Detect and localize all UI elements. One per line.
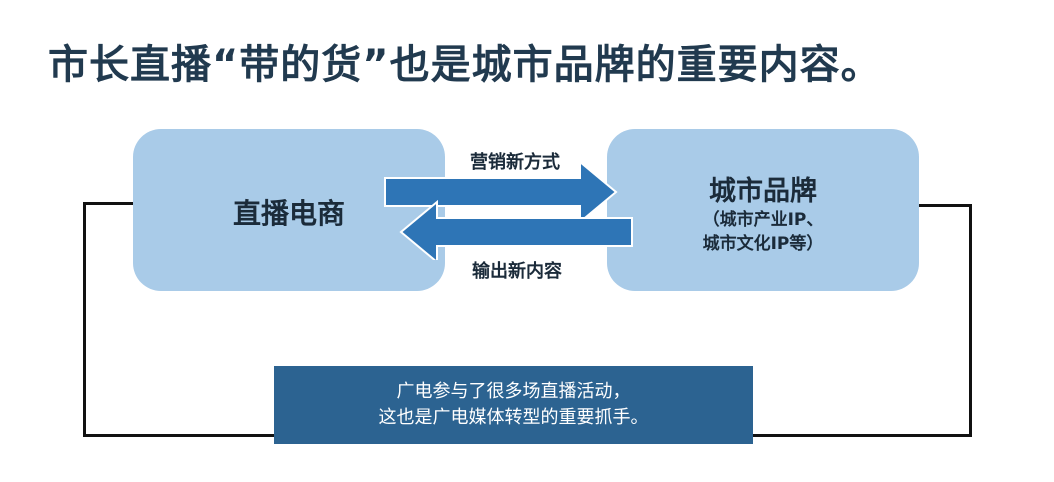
top-arrow-label: 营销新方式	[470, 152, 560, 173]
right-arrow-icon	[384, 160, 618, 225]
note-box: 广电参与了很多场直播活动， 这也是广电媒体转型的重要抓手。	[274, 366, 753, 444]
loop-left-top-connector	[83, 202, 135, 205]
live-ecommerce-label: 直播电商	[232, 197, 345, 230]
city-brand-sub-line1: （城市产业IP、	[702, 210, 824, 230]
loop-left-vertical	[83, 202, 86, 437]
left-arrow-icon	[399, 199, 633, 260]
note-line2: 这也是广电媒体转型的重要抓手。	[378, 407, 649, 428]
live-ecommerce-box: 直播电商	[133, 129, 445, 291]
loop-bottom-left	[83, 434, 275, 437]
city-brand-label: 城市品牌	[709, 176, 817, 207]
city-brand-box: 城市品牌 （城市产业IP、 城市文化IP等）	[607, 129, 919, 291]
city-brand-sublabel: （城市产业IP、 城市文化IP等）	[607, 208, 919, 256]
note-line1: 广电参与了很多场直播活动，	[396, 381, 631, 402]
city-brand-sub-line2: 城市文化IP等）	[702, 234, 824, 254]
bidirectional-arrows	[384, 160, 633, 260]
loop-right-vertical	[969, 204, 972, 437]
page-title: 市长直播“带的货”也是城市品牌的重要内容。	[48, 42, 882, 88]
bottom-arrow-label: 输出新内容	[472, 261, 562, 282]
loop-bottom-right	[752, 434, 972, 437]
loop-right-top-connector	[917, 204, 972, 207]
